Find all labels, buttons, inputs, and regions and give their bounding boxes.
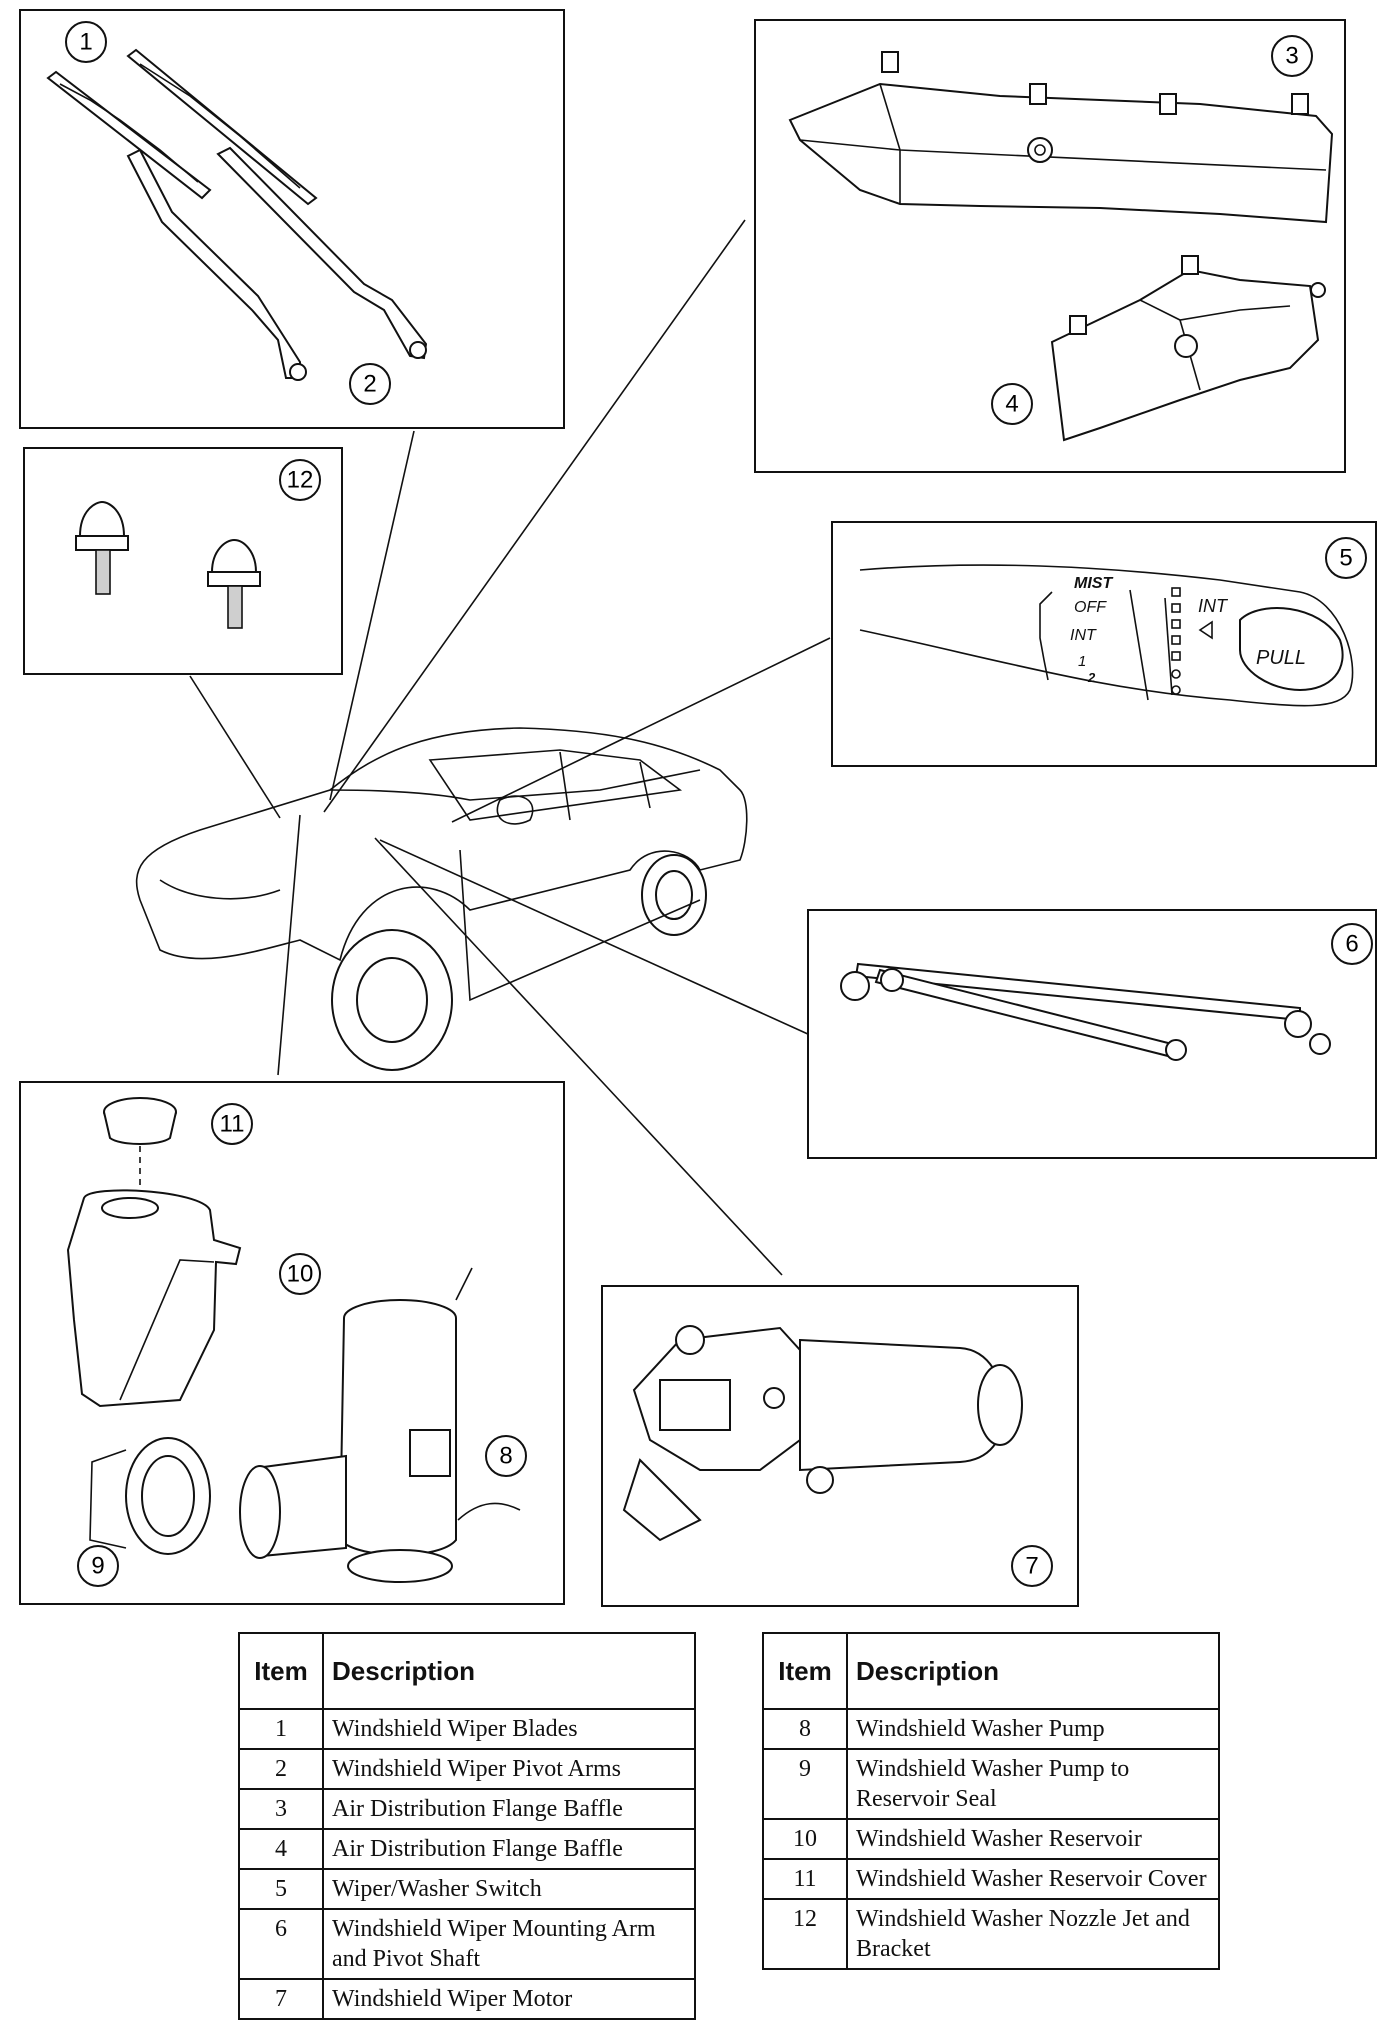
- legend-item-description: Air Distribution Flange Baffle: [322, 1788, 696, 1830]
- legend-item-number: 3: [238, 1788, 324, 1830]
- wiper-linkage: [840, 962, 1331, 1061]
- wiper-motor: [622, 1325, 1023, 1542]
- switch-label-int-right: INT: [1198, 596, 1229, 616]
- nozzle-jet-right: [207, 538, 261, 629]
- wiper-arm-right: [216, 146, 428, 360]
- wiper-blade-left: [46, 70, 212, 200]
- legend-item-description: Air Distribution Flange Baffle: [322, 1828, 696, 1870]
- legend-item-description: Windshield Washer Reservoir: [846, 1818, 1220, 1860]
- flange-baffle-3: [788, 51, 1334, 224]
- pump-reservoir-seal: [89, 1437, 211, 1555]
- switch-label-pull: PULL: [1256, 647, 1306, 669]
- switch-label-2: 2: [1087, 670, 1096, 685]
- car-illustration: [135, 727, 748, 1071]
- panel-wiper-motor: 7: [601, 1285, 1079, 1607]
- legend-item-number: 6: [238, 1908, 324, 1980]
- callout-5: 5: [1339, 545, 1352, 572]
- callout-1: 1: [79, 29, 92, 56]
- legend-item-description: Wiper/Washer Switch: [322, 1868, 696, 1910]
- callout-4: 4: [1005, 391, 1018, 418]
- legend-item-number: 7: [238, 1978, 324, 2020]
- legend-item-description: Windshield Washer Nozzle Jet and Bracket: [846, 1898, 1220, 1970]
- callout-9: 9: [91, 1553, 104, 1580]
- panel-washer-components: 11 10 8 9: [19, 1081, 565, 1605]
- flange-baffle-4: [1050, 255, 1326, 442]
- wiper-arm-left: [126, 148, 307, 381]
- panel-nozzle-jets: 12: [23, 447, 343, 675]
- switch-label-off: OFF: [1074, 599, 1107, 616]
- panel-wiper-blades-arms: 1 2: [19, 9, 565, 429]
- legend-item-description: Windshield Wiper Blades: [322, 1708, 696, 1750]
- legend-header-description: Description: [846, 1632, 1220, 1710]
- nozzle-jet-left: [75, 500, 129, 595]
- legend-item-description: Windshield Wiper Mounting Arm and Pivot …: [322, 1908, 696, 1980]
- legend-item-number: 4: [238, 1828, 324, 1870]
- callout-10: 10: [287, 1261, 314, 1288]
- legend-item-description: Windshield Washer Reservoir Cover: [846, 1858, 1220, 1900]
- switch-label-int-left: INT: [1070, 627, 1097, 644]
- washer-reservoir: [66, 1189, 242, 1408]
- legend-header-description: Description: [322, 1632, 696, 1710]
- wiper-washer-switch: [859, 564, 1354, 707]
- switch-marks: [1039, 587, 1213, 695]
- reservoir-cover: [103, 1097, 177, 1200]
- callout-7: 7: [1025, 1553, 1038, 1580]
- legend-item-number: 1: [238, 1708, 324, 1750]
- legend-item-description: Windshield Washer Pump: [846, 1708, 1220, 1750]
- legend-item-description: Windshield Washer Pump to Reservoir Seal: [846, 1748, 1220, 1820]
- legend-item-description: Windshield Wiper Pivot Arms: [322, 1748, 696, 1790]
- callout-8: 8: [499, 1443, 512, 1470]
- callout-3: 3: [1285, 43, 1298, 70]
- legend-item-number: 2: [238, 1748, 324, 1790]
- callout-12: 12: [287, 467, 314, 494]
- wiper-blade-right: [126, 48, 318, 206]
- panel-wiper-washer-switch: MIST OFF INT 1 2 INT PULL 5: [831, 521, 1377, 767]
- washer-pump: [239, 1267, 521, 1583]
- switch-label-1: 1: [1078, 653, 1086, 670]
- legend-item-description: Windshield Wiper Motor: [322, 1978, 696, 2020]
- legend-item-number: 9: [762, 1748, 848, 1820]
- panel-flange-baffles: 3 4: [754, 19, 1346, 473]
- leader-lines: [189, 219, 831, 1276]
- callout-6: 6: [1345, 931, 1358, 958]
- legend-item-number: 8: [762, 1708, 848, 1750]
- legend-item-number: 5: [238, 1868, 324, 1910]
- switch-label-mist: MIST: [1074, 575, 1113, 592]
- legend-item-number: 11: [762, 1858, 848, 1900]
- callout-2: 2: [363, 371, 376, 398]
- legend-header-item: Item: [762, 1632, 848, 1710]
- panel-mounting-arm: 6: [807, 909, 1377, 1159]
- legend-item-number: 10: [762, 1818, 848, 1860]
- callout-11: 11: [220, 1111, 245, 1138]
- legend-header-item: Item: [238, 1632, 324, 1710]
- legend-item-number: 12: [762, 1898, 848, 1970]
